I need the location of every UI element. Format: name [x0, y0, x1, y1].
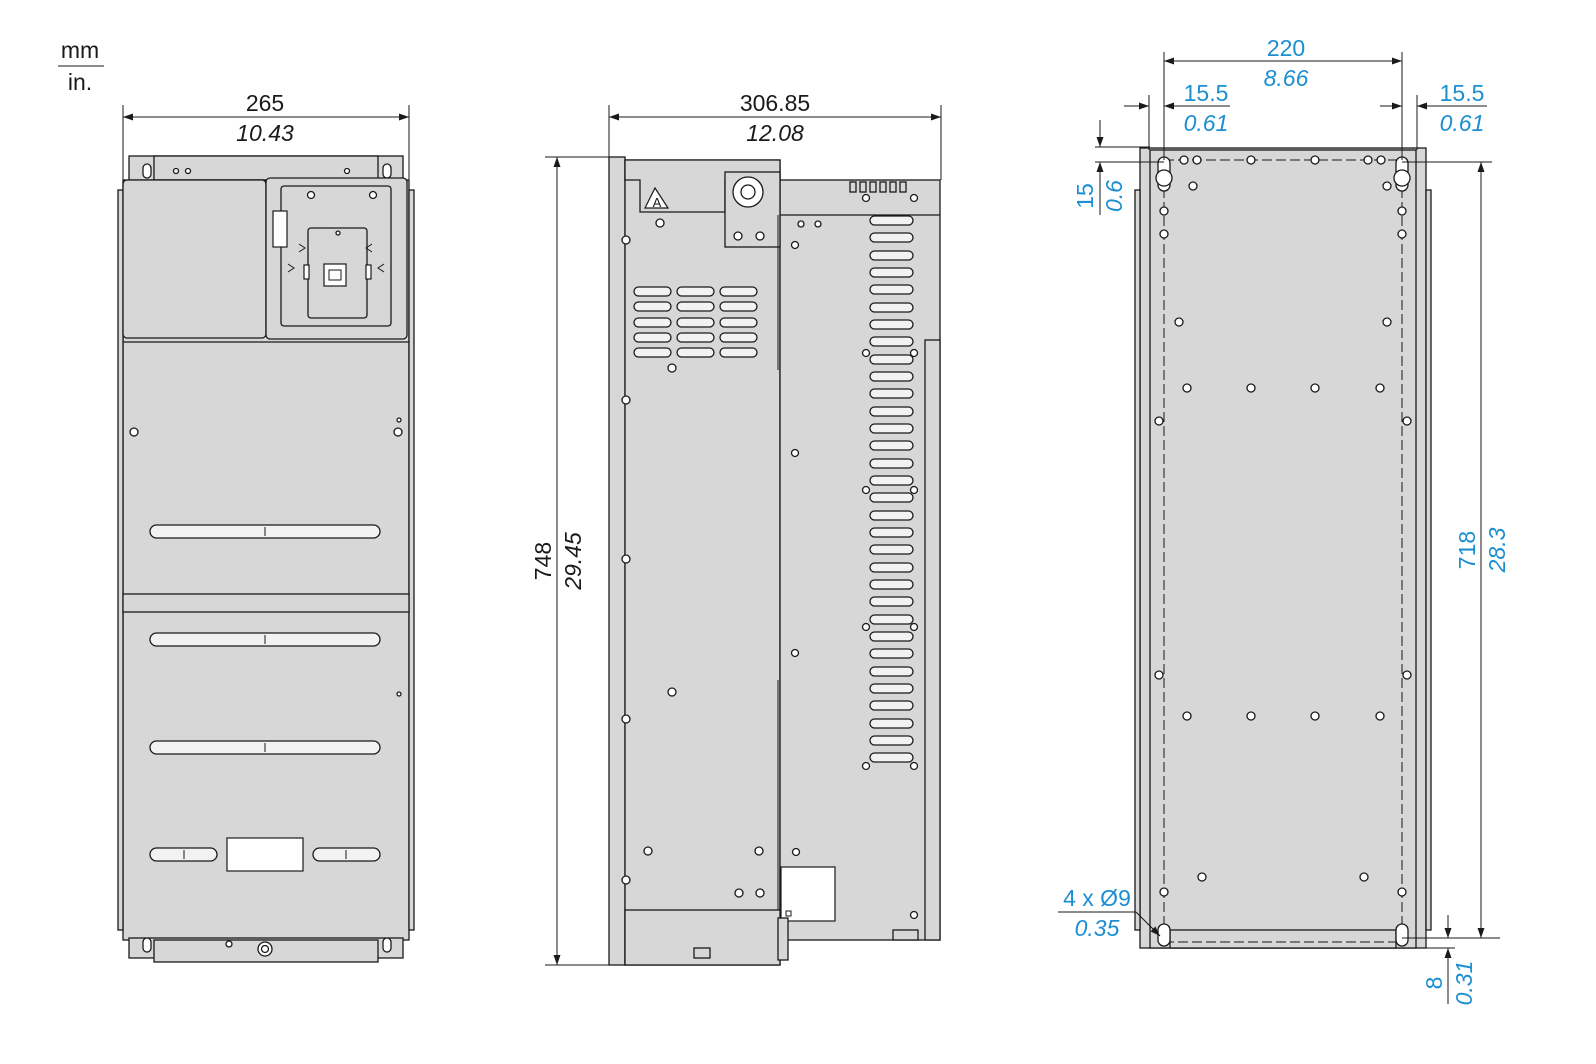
- rear-hole-callout-leader: [1135, 911, 1161, 937]
- units-legend: mm in.: [58, 37, 104, 95]
- side-height-mm: 748: [530, 542, 556, 580]
- side-enclosure: [624, 159, 781, 966]
- front-view: 265 10.43: [117, 90, 415, 963]
- rear-left-offset-mm: 15.5: [1184, 80, 1229, 106]
- side-nameplate: [780, 866, 836, 922]
- rear-bottom-offset-in: 0.31: [1451, 961, 1477, 1006]
- side-vent-grid: [633, 286, 758, 358]
- front-width-mm: 265: [246, 90, 284, 116]
- warning-label: A: [653, 195, 662, 210]
- side-height-in: 29.45: [560, 532, 586, 591]
- mounting-hole-bottom-right: [1395, 923, 1409, 947]
- mounting-hole-bottom-left: [1157, 923, 1171, 947]
- side-depth-mm: 306.85: [740, 90, 810, 116]
- rear-view: 220 8.66 15.5 0.61 15.5 0.61 15 0.6 718 …: [1058, 35, 1510, 1005]
- units-in-label: in.: [68, 69, 92, 95]
- front-width-in: 10.43: [236, 120, 294, 146]
- side-front-section: [779, 179, 941, 941]
- rear-bottom-offset-mm: 8: [1421, 977, 1447, 990]
- rear-hole-pitch-in: 28.3: [1484, 527, 1510, 573]
- warning-triangle-icon: [644, 186, 670, 209]
- units-mm-label: mm: [61, 37, 99, 63]
- rear-left-offset-in: 0.61: [1184, 110, 1229, 136]
- rear-hole-spacing-in: 8.66: [1264, 65, 1309, 91]
- rear-top-offset-mm: 15: [1072, 183, 1098, 209]
- side-depth-in: 12.08: [746, 120, 804, 146]
- rear-holes-in: 0.35: [1075, 915, 1120, 941]
- front-nameplate: [226, 837, 304, 872]
- rear-hole-spacing-mm: 220: [1267, 35, 1305, 61]
- rear-holes-mm: 4 x Ø9: [1063, 885, 1131, 911]
- rear-right-offset-mm: 15.5: [1440, 80, 1485, 106]
- rj45-port: [323, 263, 347, 287]
- keypad-latch: [272, 210, 288, 248]
- rear-top-offset-in: 0.6: [1101, 180, 1127, 212]
- side-view: 306.85 12.08 748 29.45 A: [530, 90, 942, 966]
- rear-right-offset-in: 0.61: [1440, 110, 1485, 136]
- side-heatsink-vents: [869, 215, 914, 763]
- rear-hole-pitch-mm: 718: [1454, 531, 1480, 569]
